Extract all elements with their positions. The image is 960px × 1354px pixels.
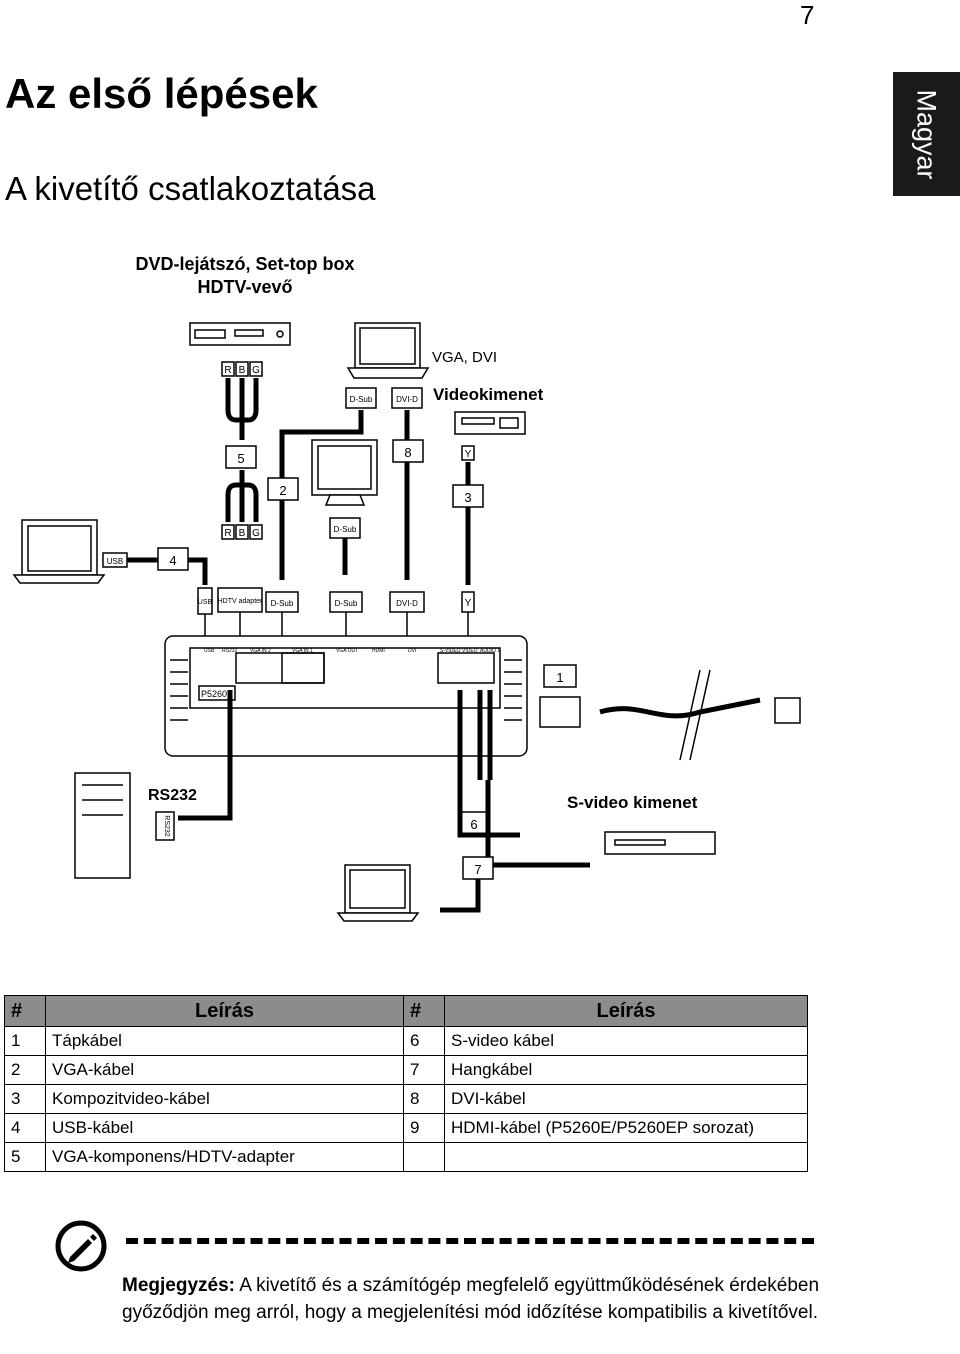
svg-text:HDMI: HDMI <box>372 648 385 654</box>
column-header: Leírás <box>45 995 404 1027</box>
callout-2: 2 <box>279 483 286 498</box>
table-cell: 6 <box>403 1026 445 1056</box>
svg-text:Y: Y <box>465 598 472 609</box>
svg-text:R: R <box>224 365 231 376</box>
callout-8: 8 <box>404 445 411 460</box>
projector-port-labels: USB RS232 VGA IN 2 VGA IN 1 VGA OUT HDMI… <box>204 648 500 654</box>
svideo-vcr <box>604 831 716 855</box>
language-tab: Magyar <box>893 72 960 196</box>
vcr-device <box>454 411 526 435</box>
table-header-row: # Leírás # Leírás <box>4 995 808 1027</box>
dvd-player <box>189 322 291 346</box>
table-cell: 3 <box>4 1084 46 1114</box>
table-cell: VGA-komponens/HDTV-adapter <box>45 1142 404 1172</box>
svg-text:USB: USB <box>198 599 213 606</box>
note-text: Megjegyzés: A kivetítő és a számítógép m… <box>122 1272 822 1326</box>
svg-text:R: R <box>224 528 231 539</box>
svg-text:Y: Y <box>465 449 472 460</box>
table-cell <box>403 1142 445 1172</box>
table-cell: 4 <box>4 1113 46 1143</box>
table-cell: 8 <box>403 1084 445 1114</box>
callout-6: 6 <box>470 817 477 832</box>
table-row: 5 VGA-komponens/HDTV-adapter <box>4 1142 808 1172</box>
table-cell <box>444 1142 808 1172</box>
rgb-bottom-connectors: R B G <box>221 524 263 540</box>
svg-text:D-Sub: D-Sub <box>271 599 294 608</box>
rgb-top-connectors: R B G <box>221 361 263 377</box>
svg-text:G: G <box>252 365 260 376</box>
power-cable <box>539 669 801 761</box>
note-label: Megjegyzés: <box>122 1275 235 1296</box>
svg-text:VGA IN 1: VGA IN 1 <box>292 648 313 654</box>
svg-text:P5260E: P5260E <box>201 689 233 699</box>
svg-text:VGA IN 2: VGA IN 2 <box>250 648 271 654</box>
table-row: 1 Tápkábel 6 S-video kábel <box>4 1026 808 1056</box>
callout-5: 5 <box>237 451 244 466</box>
svg-text:B: B <box>239 365 246 376</box>
svg-text:VGA OUT: VGA OUT <box>336 648 358 654</box>
svg-text:D-Sub: D-Sub <box>335 599 358 608</box>
column-header: Leírás <box>444 995 808 1027</box>
column-header: # <box>4 995 46 1027</box>
column-header: # <box>403 995 445 1027</box>
svg-text:S-VIDEO: S-VIDEO <box>440 648 461 654</box>
svg-text:DVI-D: DVI-D <box>396 599 418 608</box>
svg-text:D-Sub: D-Sub <box>334 525 357 534</box>
svg-text:RS232: RS232 <box>222 648 238 654</box>
callout-4: 4 <box>169 553 176 568</box>
note-divider <box>126 1238 814 1244</box>
videokimenet-label: Videokimenet <box>433 385 544 404</box>
table-row: 4 USB-kábel 9 HDMI-kábel (P5260E/P5260EP… <box>4 1113 808 1143</box>
dvd-label: DVD-lejátszó, Set-top box <box>135 254 354 274</box>
table-cell: 2 <box>4 1055 46 1085</box>
callout-1: 1 <box>556 670 563 685</box>
table-cell: Kompozitvideo-kábel <box>45 1084 404 1114</box>
svg-text:G: G <box>252 528 260 539</box>
laptop-left <box>12 519 106 584</box>
svg-text:B: B <box>239 528 246 539</box>
table-cell: DVI-kábel <box>444 1084 808 1114</box>
table-cell: S-video kábel <box>444 1026 808 1056</box>
note-body: A kivetítő és a számítógép megfelelő egy… <box>122 1275 820 1323</box>
cable-legend-table: # Leírás # Leírás 1 Tápkábel 6 S-video k… <box>4 995 808 1172</box>
hdtv-label: HDTV-vevő <box>197 277 292 297</box>
projector-input-connectors: USB HDTV adapter D-Sub D-Sub DVI-D Y <box>197 587 475 615</box>
table-cell: 9 <box>403 1113 445 1143</box>
callout-7: 7 <box>474 862 481 877</box>
vga-dvi-label: VGA, DVI <box>432 349 497 366</box>
connection-diagram: .ln { stroke:#000; fill:none; stroke-wid… <box>12 254 801 922</box>
svg-text:USB: USB <box>107 557 123 566</box>
table-cell: 7 <box>403 1055 445 1085</box>
svg-text:AUDIO 1: AUDIO 1 <box>480 648 500 654</box>
callout-3: 3 <box>464 490 471 505</box>
language-tab-label: Magyar <box>912 88 942 180</box>
svideo-kimenet-label: S-video kimenet <box>567 793 698 812</box>
table-row: 3 Kompozitvideo-kábel 8 DVI-kábel <box>4 1084 808 1114</box>
svg-text:DVI: DVI <box>408 648 416 654</box>
projector: P5260E <box>164 635 528 757</box>
table-cell: HDMI-kábel (P5260E/P5260EP sorozat) <box>444 1113 808 1143</box>
svg-text:D-Sub: D-Sub <box>350 395 373 404</box>
table-cell: Hangkábel <box>444 1055 808 1085</box>
table-cell: Tápkábel <box>45 1026 404 1056</box>
section-title: A kivetítő csatlakoztatása <box>5 170 376 207</box>
table-cell: VGA-kábel <box>45 1055 404 1085</box>
table-cell: 1 <box>4 1026 46 1056</box>
page-number: 7 <box>800 0 815 30</box>
table-row: 2 VGA-kábel 7 Hangkábel <box>4 1055 808 1085</box>
laptop-top <box>346 322 430 379</box>
table-cell: USB-kábel <box>45 1113 404 1143</box>
monitor <box>311 439 378 506</box>
svg-text:VIDEO: VIDEO <box>462 648 478 654</box>
svg-text:HDTV adapter: HDTV adapter <box>218 598 263 605</box>
svg-text:RS232: RS232 <box>163 815 170 837</box>
rs232-label: RS232 <box>148 787 197 804</box>
pc-tower <box>74 772 131 879</box>
laptop-bottom <box>336 864 420 922</box>
page-title: Az első lépések <box>5 70 318 117</box>
svg-text:USB: USB <box>204 648 215 654</box>
svg-text:DVI-D: DVI-D <box>396 395 418 404</box>
note-pen-icon <box>55 1220 107 1272</box>
table-cell: 5 <box>4 1142 46 1172</box>
